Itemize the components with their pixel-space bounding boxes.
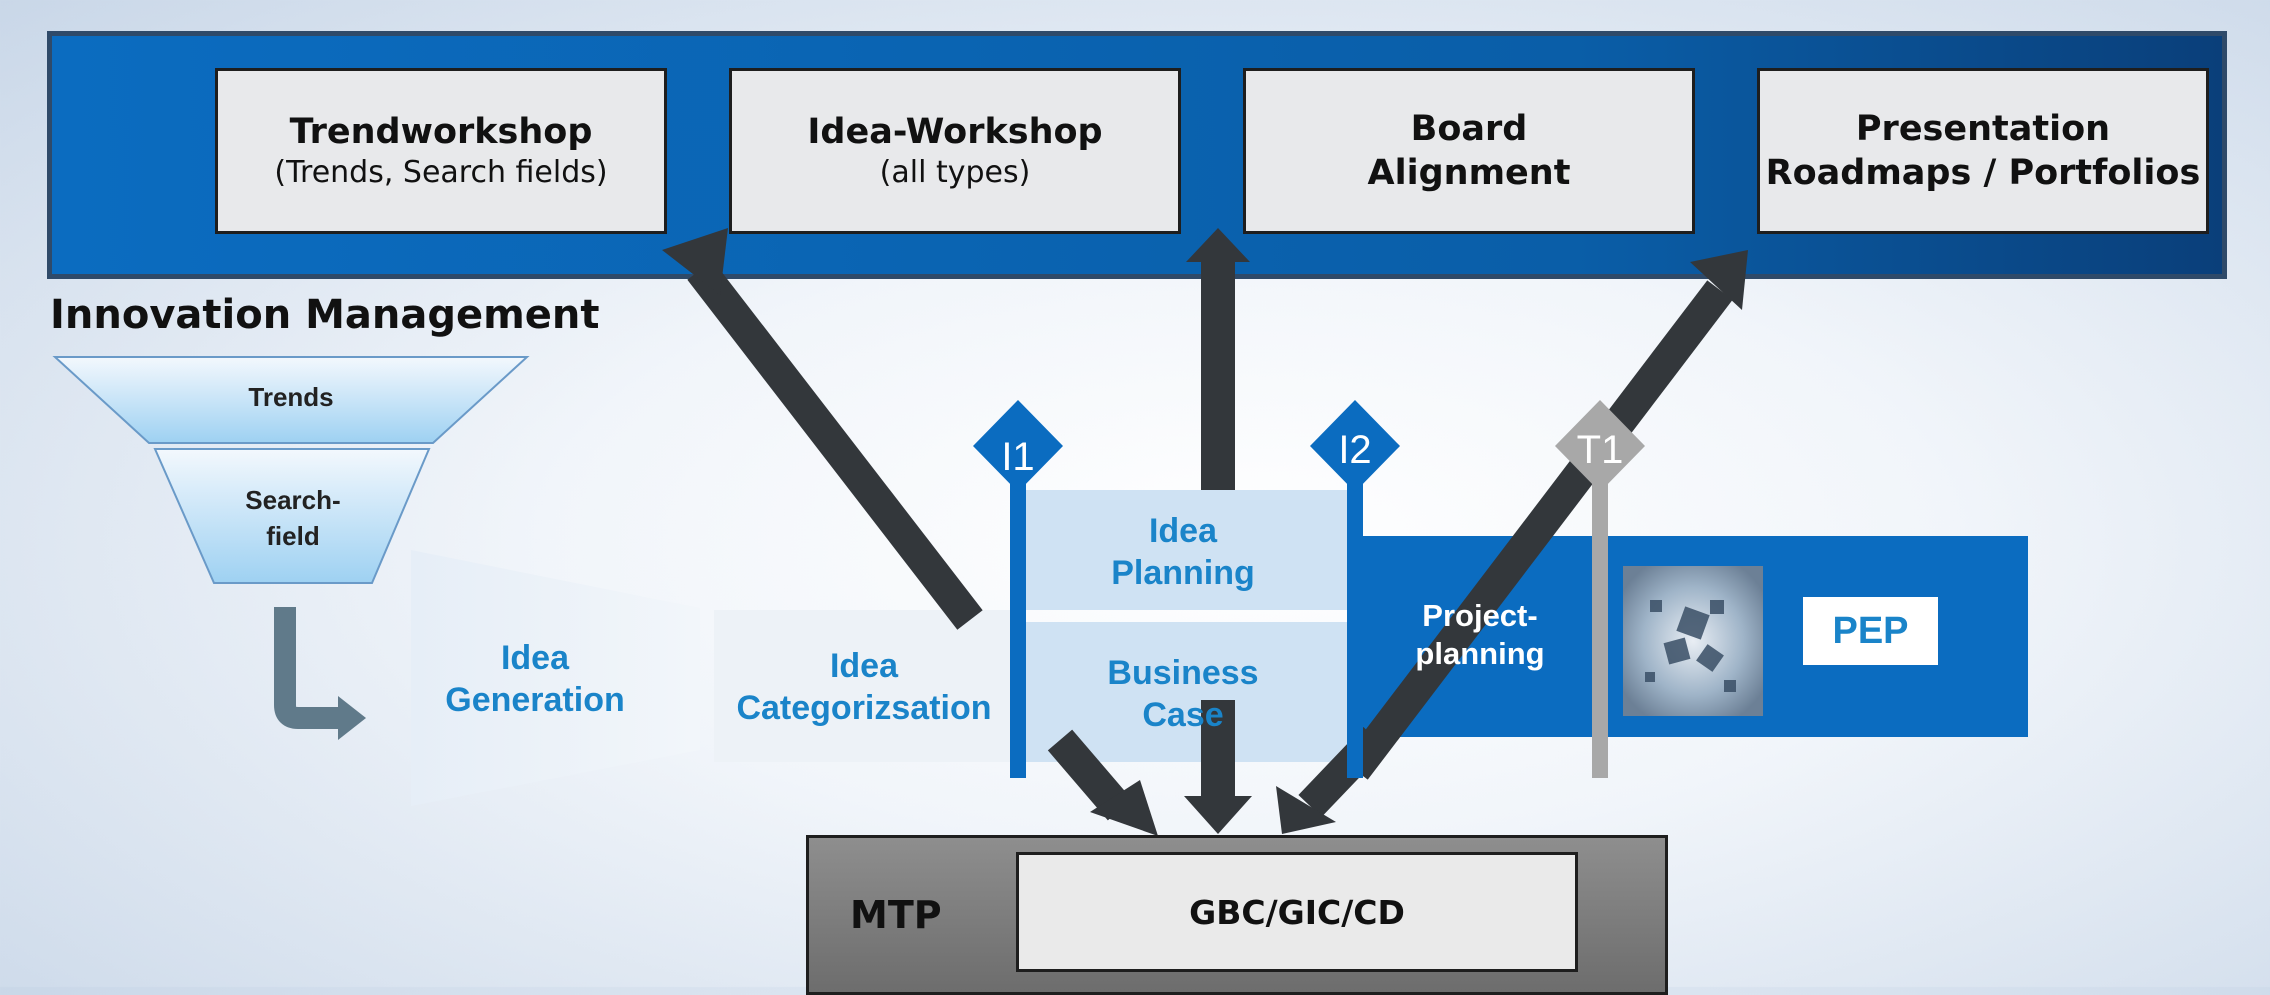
presentation-box[interactable]: Presentation Roadmaps / Portfolios — [1757, 68, 2209, 234]
gate-t1-diamond — [1555, 400, 1645, 492]
innovation-management-title: Innovation Management — [50, 292, 600, 338]
idea-categorization-label[interactable]: Idea Categorizsation — [714, 645, 1014, 729]
gate-i1-label: I1 — [1001, 435, 1035, 479]
funnel-trends-label: Trends — [248, 382, 334, 412]
board-alignment-box[interactable]: Board Alignment — [1243, 68, 1695, 234]
box-subtitle: Alignment — [1367, 153, 1571, 193]
box-title: Trendworkshop — [289, 112, 593, 152]
gate-i2-label: I2 — [1338, 428, 1372, 472]
box-title: Idea-Workshop — [807, 112, 1103, 152]
stage-line2: Planning — [1111, 554, 1255, 592]
arrow-down-left — [1047, 729, 1133, 821]
idea-workshop-box[interactable]: Idea-Workshop (all types) — [729, 68, 1181, 234]
trendworkshop-box[interactable]: Trendworkshop (Trends, Search fields) — [215, 68, 667, 234]
funnel-searchfield-shape — [153, 448, 431, 584]
project-planning-label[interactable]: Project- planning — [1380, 597, 1580, 673]
idea-generation-label[interactable]: Idea Generation — [415, 637, 655, 721]
box-title: Presentation — [1855, 109, 2111, 149]
arrow-to-presentation — [1342, 280, 1733, 780]
idea-categorization-panel — [714, 610, 1014, 762]
stage-line2: Generation — [445, 681, 625, 719]
idea-generation-shape — [411, 550, 700, 806]
idea-planning-label[interactable]: Idea Planning — [1028, 510, 1338, 594]
idea-planning-panel — [1020, 490, 1354, 610]
stage-line2: Case — [1142, 696, 1224, 734]
arrow-down-right — [1276, 786, 1336, 834]
mtp-label: MTP — [850, 893, 942, 937]
box-subtitle: (all types) — [879, 155, 1031, 190]
box-title: Board — [1410, 109, 1528, 149]
arrow-to-idea-workshop — [687, 260, 983, 630]
top-process-bar: Trendworkshop (Trends, Search fields) Id… — [47, 31, 2227, 279]
gate-i2-diamond — [1310, 400, 1400, 492]
mtp-gbc-box[interactable]: GBC/GIC/CD — [1016, 852, 1578, 972]
box-subtitle: Roadmaps / Portfolios — [1765, 153, 2201, 193]
bent-arrow-head — [338, 696, 366, 740]
gate-i1-diamond — [973, 400, 1063, 492]
funnel-searchfield-line2: field — [266, 521, 320, 551]
arrow-down-center — [1184, 796, 1252, 834]
cube-network-image — [1623, 566, 1763, 716]
gate-t1-label: T1 — [1576, 428, 1624, 472]
stage-line1: Idea — [1148, 512, 1218, 550]
stage-line2: Categorizsation — [736, 689, 992, 727]
stage-line1: Idea — [500, 639, 570, 677]
funnel-trends-shape — [52, 356, 530, 444]
funnel-searchfield-line1: Search- — [245, 485, 341, 515]
stage-line2: planning — [1415, 636, 1545, 671]
stage-line1: Business — [1107, 654, 1259, 692]
box-subtitle: (Trends, Search fields) — [274, 155, 608, 190]
pep-button[interactable]: PEP — [1803, 597, 1938, 665]
bent-arrow-icon — [274, 607, 340, 729]
business-case-label[interactable]: Business Case — [1028, 652, 1338, 736]
funnel-searchfield-label: Search- field — [214, 482, 372, 554]
stage-line1: Idea — [829, 647, 899, 685]
stage-line1: Project- — [1422, 598, 1538, 633]
